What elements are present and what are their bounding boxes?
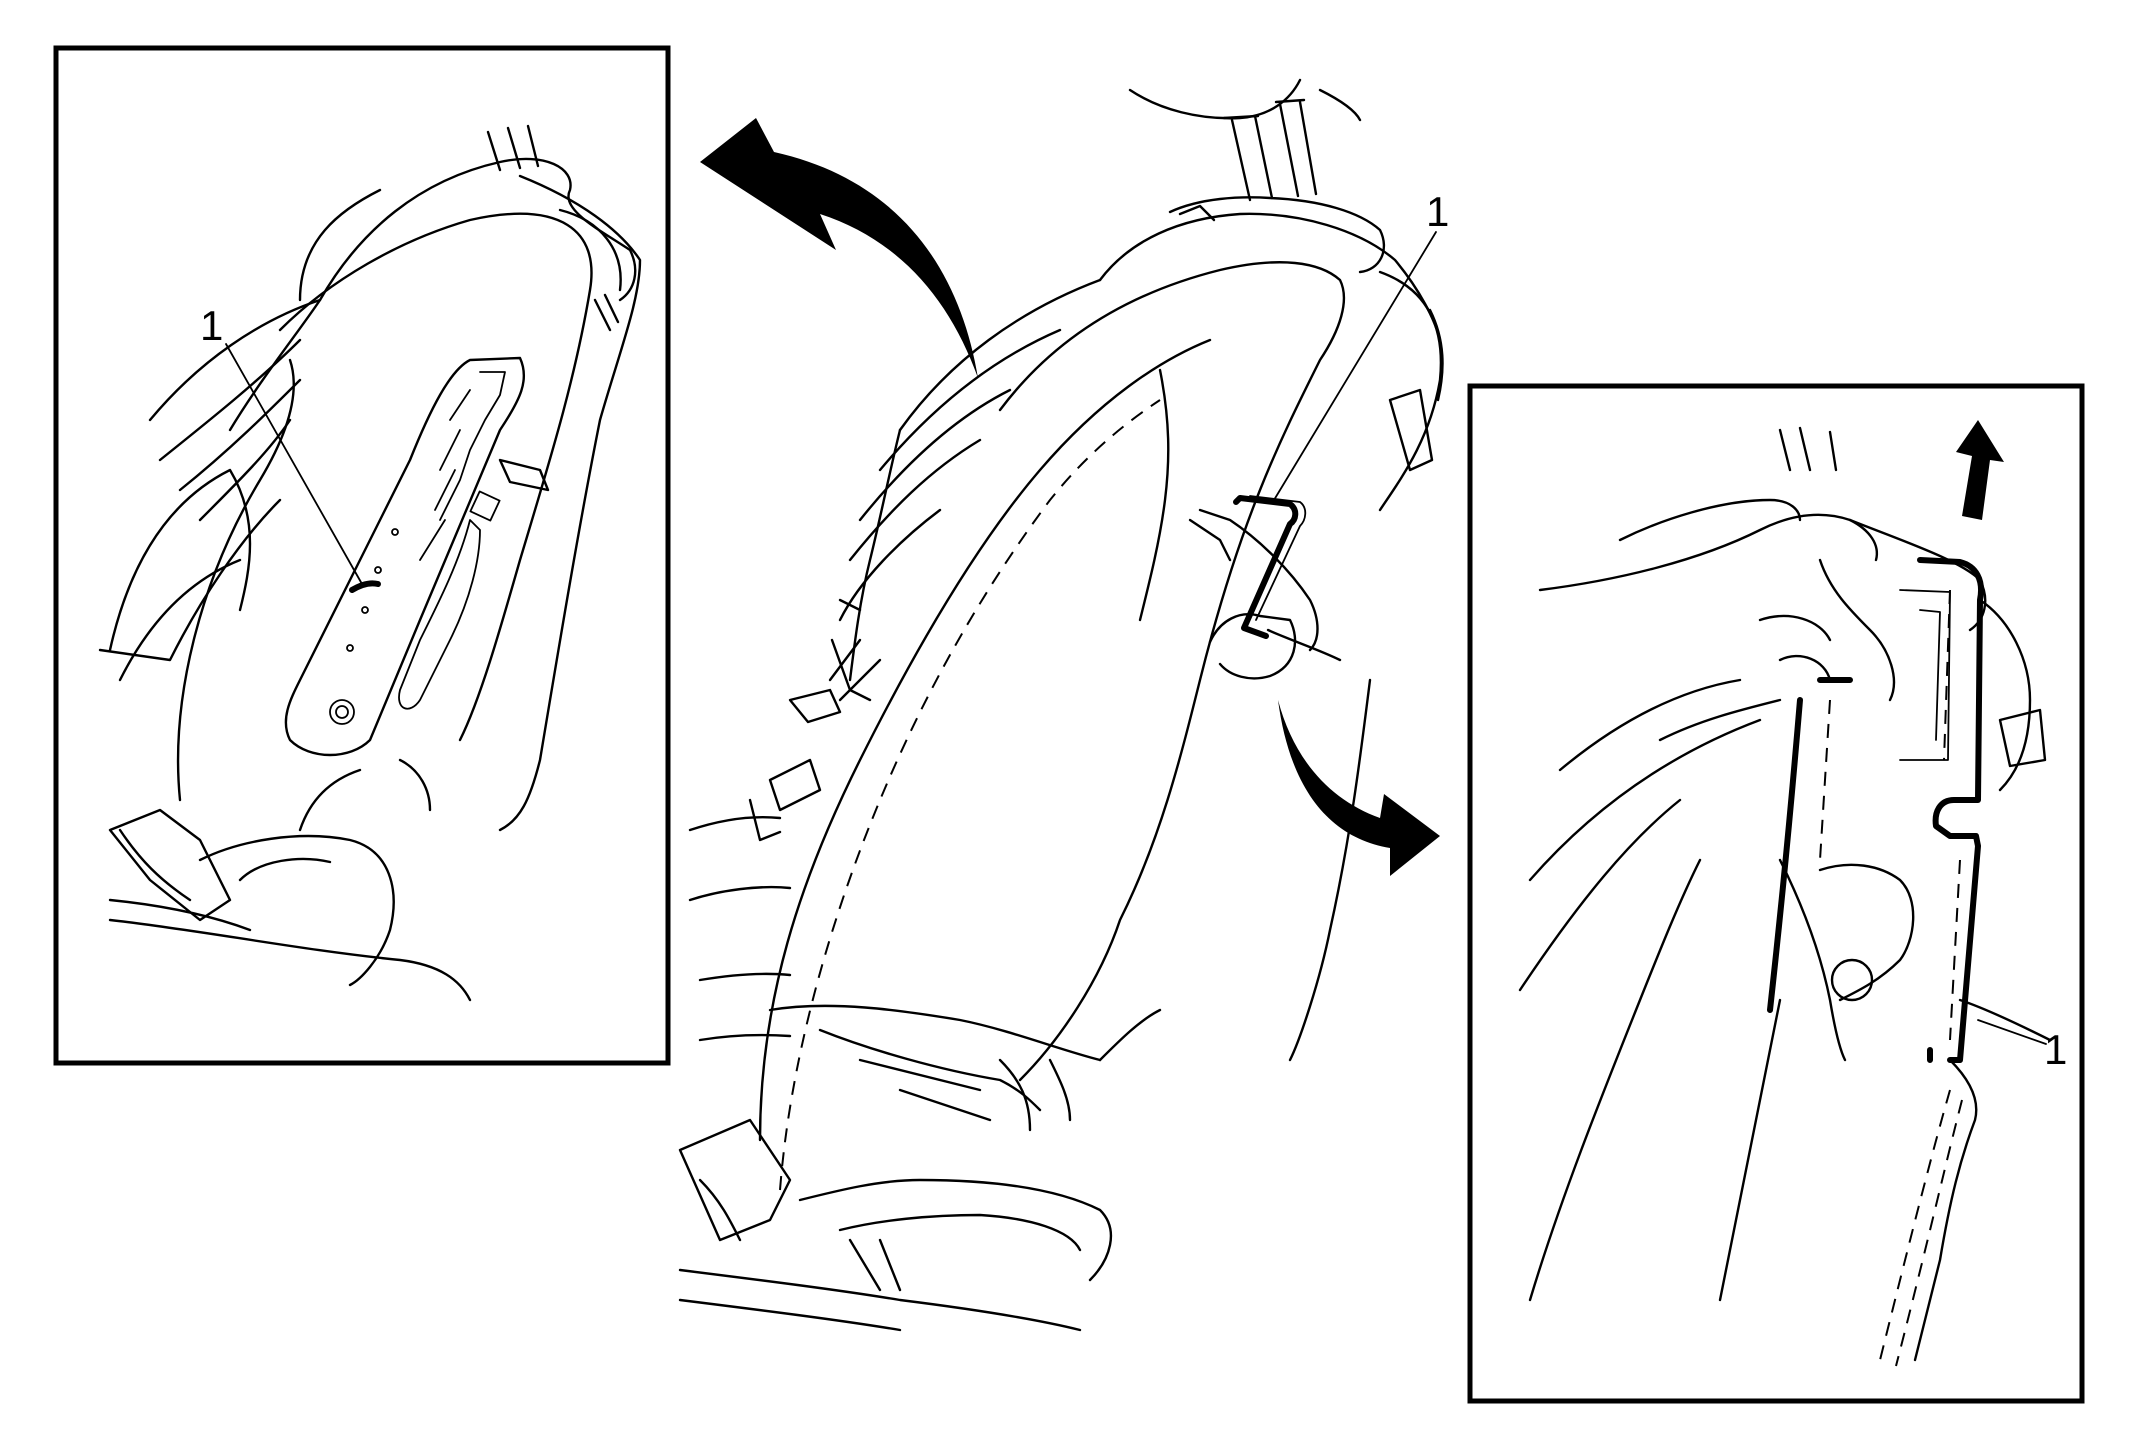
left-seatback-illustration <box>98 124 642 1002</box>
rotate-left-arrow <box>700 118 978 378</box>
left-callout-leader <box>225 343 363 585</box>
right-part-1-panel <box>1917 557 1984 1063</box>
center-callout-leader <box>1273 231 1437 501</box>
center-seatback-illustration <box>678 78 1444 1332</box>
right-inset: 1 <box>1467 383 2085 1404</box>
right-detail-illustration <box>1518 426 2052 1367</box>
left-callout-number: 1 <box>200 302 223 349</box>
left-inset-frame <box>53 45 671 1066</box>
center-callout-number: 1 <box>1426 188 1449 235</box>
right-callout-leader <box>1977 1019 2047 1045</box>
left-inset: 1 <box>53 45 671 1066</box>
right-callout-number: 1 <box>2044 1026 2067 1073</box>
center-part-1-clip <box>1233 495 1299 639</box>
lift-up-arrow <box>1956 420 2004 520</box>
right-inset-frame <box>1467 383 2085 1404</box>
swing-right-arrow <box>1278 700 1440 876</box>
